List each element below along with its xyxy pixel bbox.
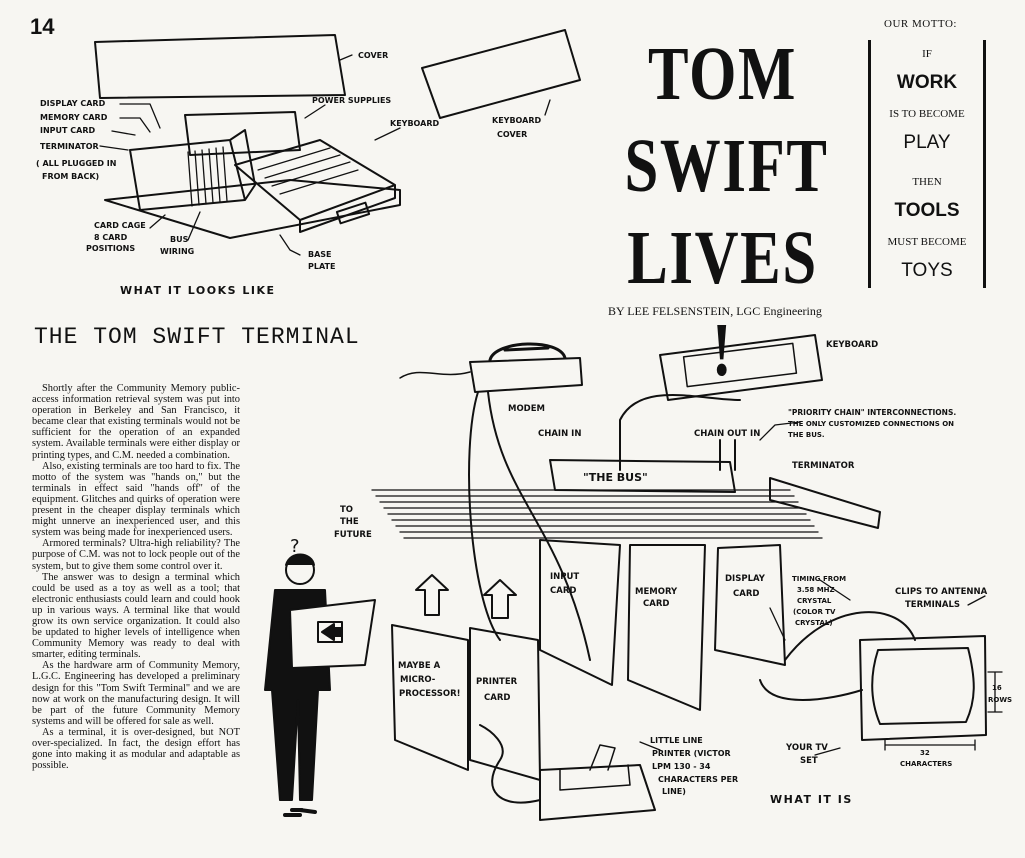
cover-drawing	[95, 35, 345, 98]
main-diagram-caption: WHAT IT IS	[770, 793, 853, 806]
man-shoes	[285, 810, 315, 815]
label-keyboard-cover: COVER	[497, 130, 527, 139]
label-memory-card: MEMORY	[635, 587, 678, 597]
label-memory-card: MEMORY CARD	[40, 113, 108, 122]
label-timing: TIMING FROM	[792, 575, 846, 583]
chain-wire	[720, 440, 735, 470]
label-base-plate: PLATE	[308, 262, 335, 271]
label-priority-chain: "PRIORITY CHAIN" INTERCONNECTIONS.	[788, 408, 956, 417]
keyboard-cover-drawing	[422, 30, 580, 118]
label-memory-card: CARD	[643, 599, 669, 609]
question-mark: ?	[290, 536, 300, 557]
label-printer: LPM 130 - 34	[652, 762, 711, 771]
label-microprocessor: PROCESSOR!	[399, 689, 461, 699]
label-timing: 3.58 MHZ	[797, 586, 835, 594]
input-card-drawing	[540, 540, 620, 685]
label-printer: LITTLE LINE	[650, 736, 703, 745]
label-priority-chain: THE BUS.	[788, 431, 825, 439]
label-bus-wiring: BUS	[170, 235, 189, 244]
label-input-card: INPUT	[550, 572, 579, 582]
label-timing: (COLOR TV	[793, 608, 836, 616]
label-timing: CRYSTAL)	[795, 619, 833, 627]
label-keyboard-cover: KEYBOARD	[492, 116, 541, 125]
printer-drawing	[540, 765, 655, 820]
label-keyboard: KEYBOARD	[390, 119, 439, 128]
label-chain-in: CHAIN IN	[538, 429, 581, 439]
label-characters: CHARACTERS	[900, 760, 952, 768]
label-cover: COVER	[358, 51, 388, 60]
label-priority-chain: THE ONLY CUSTOMIZED CONNECTIONS ON	[788, 420, 954, 428]
label-card-cage: 8 CARD	[94, 233, 128, 242]
label-base-plate: BASE	[308, 250, 332, 259]
label-terminator: TERMINATOR	[792, 461, 855, 471]
label-your-tv: SET	[800, 756, 818, 766]
label-printer-card: PRINTER	[476, 677, 518, 687]
card-cage-drawing	[130, 130, 255, 210]
label-clips: CLIPS TO ANTENNA	[895, 587, 988, 597]
top-diagram	[95, 30, 580, 255]
label-display-card: DISPLAY CARD	[40, 99, 106, 108]
label-modem: MODEM	[508, 404, 545, 414]
label-printer: LINE)	[662, 787, 686, 796]
phone-cord	[400, 372, 470, 378]
label-to-the-future: TO	[340, 505, 353, 515]
label-display-card: DISPLAY	[725, 574, 766, 584]
label-terminator: TERMINATOR	[40, 142, 99, 151]
up-arrow-icon	[416, 575, 448, 615]
tv-screen	[872, 648, 974, 724]
label-keyboard: KEYBOARD	[826, 340, 878, 350]
label-bus-wiring: WIRING	[160, 247, 194, 256]
display-card-drawing	[715, 545, 785, 665]
label-timing: CRYSTAL	[797, 597, 832, 605]
label-your-tv: YOUR TV	[785, 743, 828, 753]
label-to-the-future: THE	[340, 517, 359, 527]
printer-cable	[480, 725, 540, 803]
label-printer: CHARACTERS PER	[658, 775, 738, 784]
label-card-cage: POSITIONS	[86, 244, 135, 253]
label-to-the-future: FUTURE	[334, 530, 372, 540]
label-the-bus: "THE BUS"	[583, 471, 648, 484]
memory-card-drawing	[628, 545, 705, 710]
label-rows: 16	[992, 684, 1002, 692]
top-leaders	[100, 55, 550, 255]
label-input-card: CARD	[550, 586, 576, 596]
label-rows: ROWS	[988, 696, 1012, 704]
label-plugged: ( ALL PLUGGED IN	[36, 159, 116, 168]
label-microprocessor: MAYBE A	[398, 661, 441, 671]
bus-wires	[372, 490, 822, 538]
modem-drawing	[470, 358, 582, 392]
label-display-card: CARD	[733, 589, 759, 599]
telephone-handset	[490, 344, 565, 360]
label-printer-card: CARD	[484, 693, 510, 703]
label-input-card: INPUT CARD	[40, 126, 95, 135]
card-cage-wiring	[188, 147, 227, 206]
tv-drawing	[860, 636, 986, 740]
label-plugged: FROM BACK)	[42, 172, 99, 181]
printer-card-drawing	[470, 628, 540, 780]
label-printer: PRINTER (VICTOR	[652, 749, 731, 758]
man-figure	[265, 554, 375, 815]
up-arrow-icon	[484, 580, 516, 618]
power-supplies-drawing	[185, 112, 300, 155]
label-microprocessor: MICRO-	[400, 675, 436, 685]
keyboard-drawing	[235, 140, 395, 232]
label-power-supplies: POWER SUPPLIES	[312, 96, 391, 105]
label-card-cage: CARD CAGE	[94, 221, 146, 230]
tv-cable	[760, 680, 862, 700]
top-diagram-caption: WHAT IT LOOKS LIKE	[120, 284, 276, 297]
label-clips: TERMINALS	[905, 600, 960, 610]
label-characters: 32	[920, 749, 930, 757]
label-chain-out-in: CHAIN OUT IN	[694, 429, 760, 439]
